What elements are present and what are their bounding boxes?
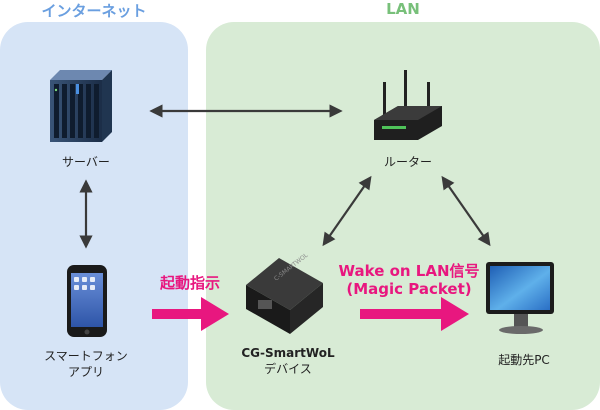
boot-command-label: 起動指示 (159, 274, 220, 292)
smartwol-label-line1: CG-SmartWoL (241, 346, 335, 360)
wol-signal-line2: (Magic Packet) (346, 280, 472, 298)
smartwol-label: CG-SmartWoL デバイス (228, 345, 348, 377)
smartphone-icon (67, 265, 107, 337)
server-icon (50, 70, 112, 142)
app-label-line1: スマートフォン (44, 349, 128, 363)
lan-region (206, 22, 600, 410)
pc-label: 起動先PC (498, 353, 550, 367)
smartwol-device-icon: C-SMARTWOL (246, 252, 323, 334)
pc-monitor-icon (486, 262, 554, 334)
router-icon (374, 70, 442, 140)
server-label: サーバー (62, 155, 110, 169)
router-label: ルーター (383, 155, 432, 169)
boot-command-arrow (152, 297, 229, 331)
smartwol-label-line2: デバイス (264, 362, 312, 376)
internet-title: インターネット (41, 2, 147, 20)
lan-title: LAN (386, 0, 420, 18)
connector-router-smartwol (322, 175, 372, 247)
app-label: スマートフォン アプリ (26, 348, 146, 380)
wol-signal-line1: Wake on LAN信号 (338, 262, 480, 280)
wol-signal-arrow (360, 297, 469, 331)
wol-signal-label: Wake on LAN信号 (Magic Packet) (334, 262, 484, 298)
app-label-line2: アプリ (67, 365, 104, 379)
connector-router-pc (441, 175, 491, 247)
